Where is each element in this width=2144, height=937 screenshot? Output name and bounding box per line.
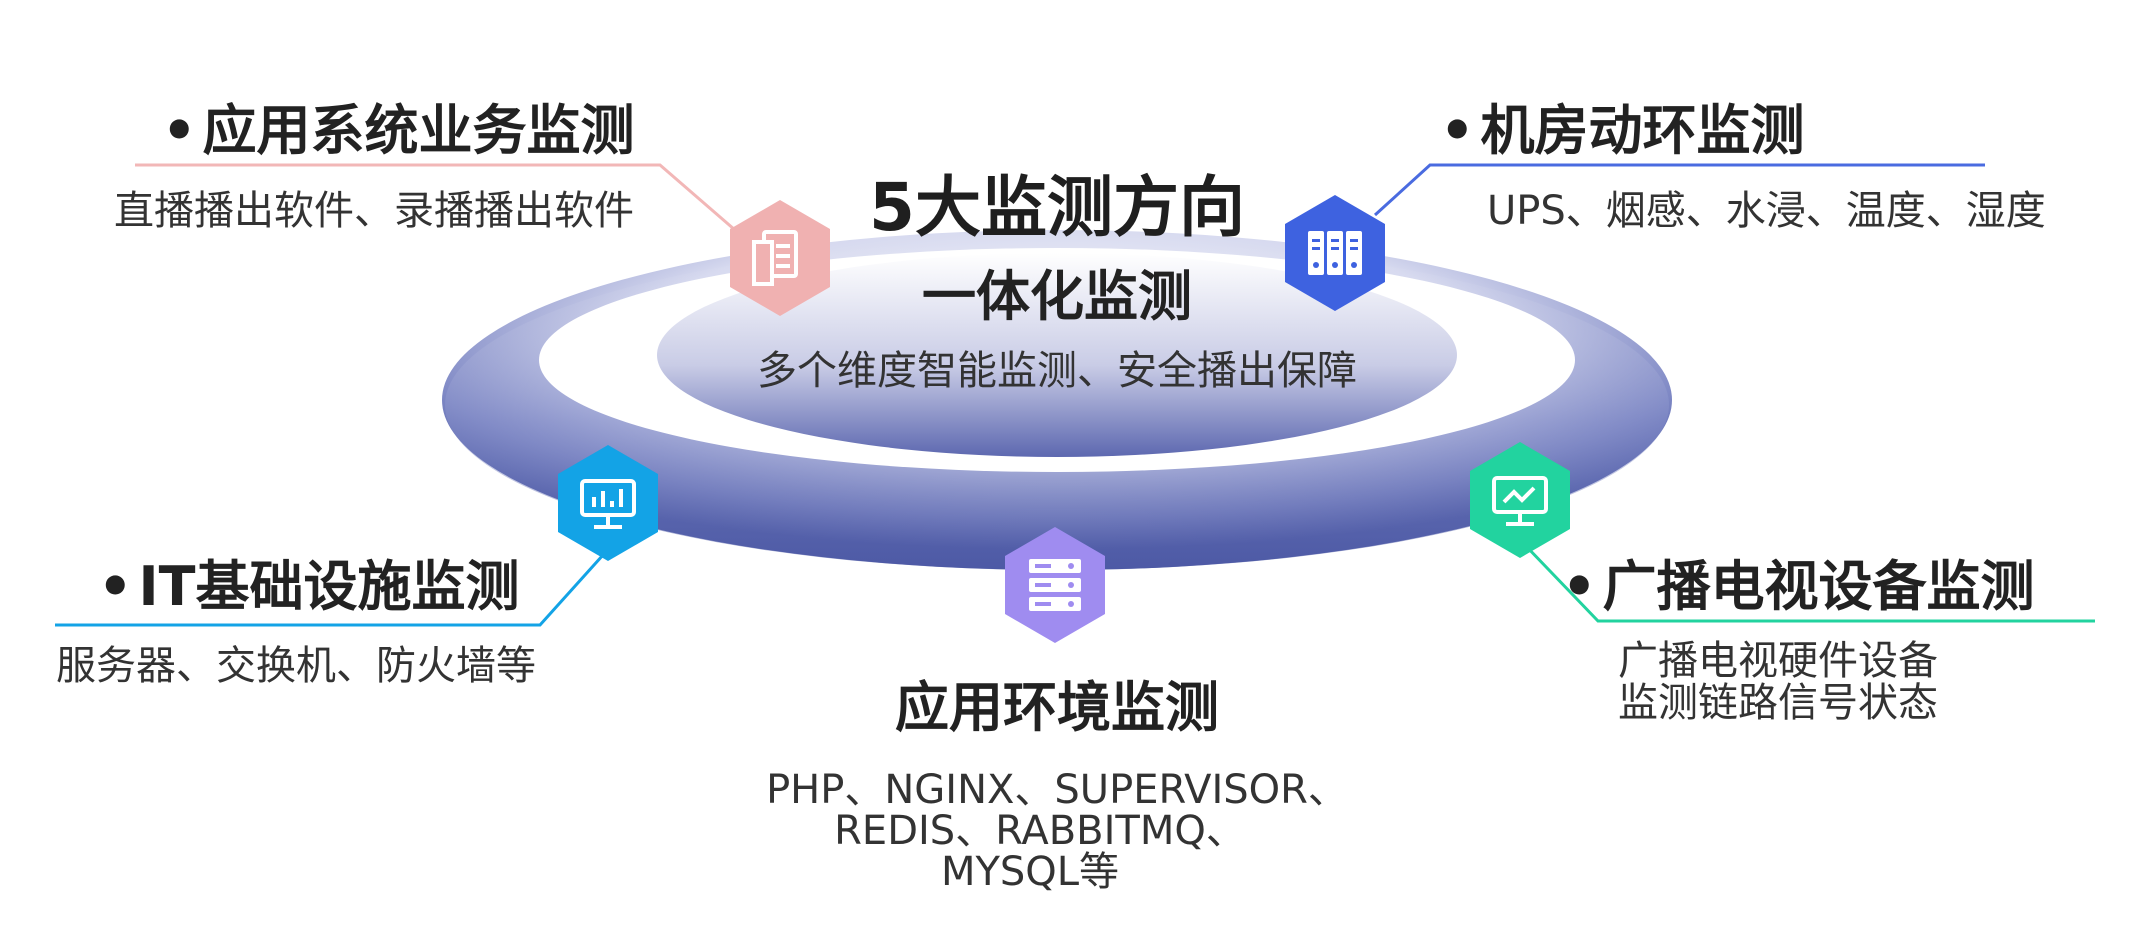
bullet-icon: • (98, 555, 133, 618)
module-it-infra-title: •IT基础设施监测 (98, 555, 520, 618)
module-it-infra-description: 服务器、交换机、防火墙等 (56, 643, 536, 689)
module-title: 机房动环监测 (1480, 99, 1805, 162)
database-stack-icon (1029, 559, 1081, 611)
module-app-env-description-line-2: REDIS、RABBITMQ、 (834, 808, 1246, 854)
inner-disc (657, 253, 1457, 457)
document-icon (752, 230, 798, 286)
line-chart-monitor-icon (1492, 476, 1548, 526)
connector-it-infra (55, 543, 614, 627)
bar-chart-monitor-icon (580, 479, 636, 529)
module-title: IT基础设施监测 (138, 555, 520, 618)
central-platform (442, 230, 1672, 570)
module-app-env-description-line-3: MYSQL等 (940, 849, 1120, 895)
module-app-env-description-line-1: PHP、NGINX、SUPERVISOR、 (766, 767, 1348, 813)
hex-machine-room (1285, 195, 1385, 311)
connector-app-system (135, 163, 736, 232)
hex-broadcast-tv (1470, 442, 1570, 558)
module-app-env-title: 应用环境监测 (895, 676, 1219, 739)
module-app-system-title: •应用系统业务监测 (162, 99, 635, 162)
connector-machine-room (1373, 163, 1985, 217)
connectors (55, 163, 2095, 627)
module-title: 应用系统业务监测 (202, 99, 635, 162)
connector-broadcast-tv (1523, 543, 2095, 623)
hex-it-infra (558, 445, 658, 561)
module-machine-room-description: UPS、烟感、水浸、温度、湿度 (1487, 188, 2046, 234)
module-broadcast-tv-description-line-1: 广播电视硬件设备 (1618, 638, 1938, 684)
hex-app-system (730, 200, 830, 316)
hexagon (558, 445, 658, 561)
bullet-icon: • (1562, 555, 1597, 618)
center-title: 5大监测方向 (869, 169, 1245, 246)
module-broadcast-tv-description-line-2: 监测链路信号状态 (1618, 680, 1938, 726)
center-description: 多个维度智能监测、安全播出保障 (757, 348, 1357, 394)
hex-app-env (1005, 527, 1105, 643)
module-title: 广播电视设备监测 (1602, 555, 2035, 618)
module-broadcast-tv-title: •广播电视设备监测 (1562, 555, 2035, 618)
bullet-icon: • (162, 99, 197, 162)
module-app-system-description: 直播播出软件、录播播出软件 (114, 188, 634, 234)
center-subtitle: 一体化监测 (922, 265, 1192, 328)
module-machine-room-title: •机房动环监测 (1440, 99, 1805, 162)
bullet-icon: • (1440, 99, 1475, 162)
